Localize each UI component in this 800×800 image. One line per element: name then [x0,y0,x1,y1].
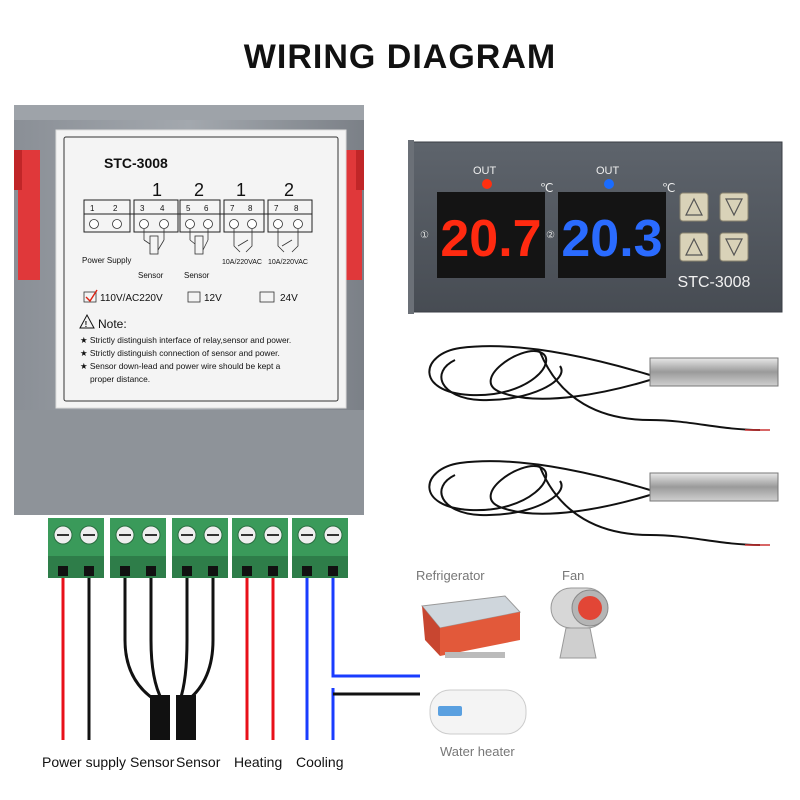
terminal-schematic [83,199,313,233]
display2-value: 20.3 [561,210,662,268]
channel2-mark: ② [546,230,555,241]
voltage-options: 110V/AC220V 12V 24V [83,289,298,304]
wire-label-sensor: Sensor [176,754,221,770]
voltage-checkbox [259,291,275,303]
water-heater-illustration [429,689,527,735]
voltage-option: 24V [280,293,298,304]
triangle-down-icon [725,198,743,217]
schematic-symbols [143,229,299,255]
svg-text:8: 8 [294,204,299,213]
display1-value: 20.7 [440,210,541,268]
wire-label-power-supply: Power supply [42,754,127,770]
fan-label: Fan [562,568,585,583]
check-icon [85,289,98,303]
terminal-block-power [48,518,104,578]
channel-number: 1 [236,180,246,200]
controller-rear [14,105,364,515]
svg-text:!: ! [85,320,88,329]
controller-lower-body [14,410,364,515]
label-model: STC-3008 [104,155,168,171]
channel1-mark: ① [420,230,429,241]
note-line: ★ Sensor down-lead and power wire should… [80,361,281,371]
svg-text:7: 7 [274,204,279,213]
terminal-labels: Power Supply Sensor Sensor 10A/220VAC 10… [82,256,308,280]
fan-illustration [550,587,609,659]
temperature-probe-2 [428,460,779,546]
note-line: ★ Strictly distinguish connection of sen… [80,348,280,358]
note-title: Note: [98,317,127,331]
unit1-label: ℃ [540,181,553,195]
terminal-label: 10A/220VAC [268,259,308,266]
terminal-block-heating [232,518,288,578]
wire-label-sensor: Sensor [130,754,175,770]
out2-led [604,179,614,189]
panel-buttons[interactable] [679,192,749,262]
note-section: ! Note: ★ Strictly distinguish interface… [79,313,291,384]
terminal-blocks [48,518,348,578]
terminal-label: Sensor [184,271,210,280]
svg-text:4: 4 [160,204,165,213]
refrigerator-illustration [421,595,521,658]
sensor-cable-sheath [176,695,196,740]
probe-tip [649,472,779,502]
panel-model: STC-3008 [678,274,751,291]
terminal-label: Power Supply [82,256,131,265]
svg-text:8: 8 [248,204,253,213]
sensor-cable-sheath [150,695,170,740]
svg-text:7: 7 [230,204,235,213]
triangle-up-icon [685,197,703,216]
wires [61,578,420,740]
refrigerator-label: Refrigerator [416,568,485,583]
voltage-checkbox-checked [83,291,97,303]
voltage-option: 110V/AC220V [100,293,163,304]
left-mounting-clip [18,150,40,280]
triangle-up-icon [685,237,703,256]
out2-label: OUT [596,165,620,177]
note-line: proper distance. [90,374,150,384]
note-line: ★ Strictly distinguish interface of rela… [80,335,291,345]
terminal-label: Sensor [138,271,164,280]
wire-label-cooling: Cooling [296,754,344,770]
terminal-block-sensor1 [110,518,166,578]
up-button-2 [679,232,709,262]
svg-text:6: 6 [204,204,209,213]
up-button-1 [679,192,709,222]
out1-label: OUT [473,165,497,177]
terminal-block-sensor2 [172,518,228,578]
probe-tip [649,357,779,387]
channel-number: 2 [284,180,294,200]
terminal-numbers: 1 2 3 4 5 6 7 8 7 8 [90,204,299,213]
down-button-1 [719,192,749,222]
front-panel: OUT OUT ℃ ℃ ① ② 20.7 20.3 STC-3008 [408,140,783,314]
triangle-down-icon [725,238,743,257]
cooling-wire-to-appliances [331,578,420,678]
controller-label-sticker [55,129,347,409]
water-heater-label: Water heater [440,744,515,759]
down-button-2 [719,232,749,262]
diagram-title: WIRING DIAGRAM [243,38,557,76]
svg-text:1: 1 [90,204,95,213]
channel-number: 2 [194,180,204,200]
channel-numbers: 1 2 1 2 [152,180,294,200]
warning-icon [79,313,95,329]
svg-text:5: 5 [186,204,191,213]
voltage-checkbox [187,291,201,303]
voltage-option: 12V [204,293,222,304]
out1-led [482,179,492,189]
unit2-label: ℃ [662,181,675,195]
display-window-1 [437,192,545,278]
terminal-screws [89,219,303,229]
terminal-label: 10A/220VAC [222,259,262,266]
svg-text:2: 2 [113,204,118,213]
wire-label-heating: Heating [234,754,283,770]
display-window-2 [558,192,666,278]
terminal-block-cooling [292,518,348,578]
temperature-probe-1 [428,345,779,431]
svg-text:3: 3 [140,204,145,213]
channel-number: 1 [152,180,162,200]
